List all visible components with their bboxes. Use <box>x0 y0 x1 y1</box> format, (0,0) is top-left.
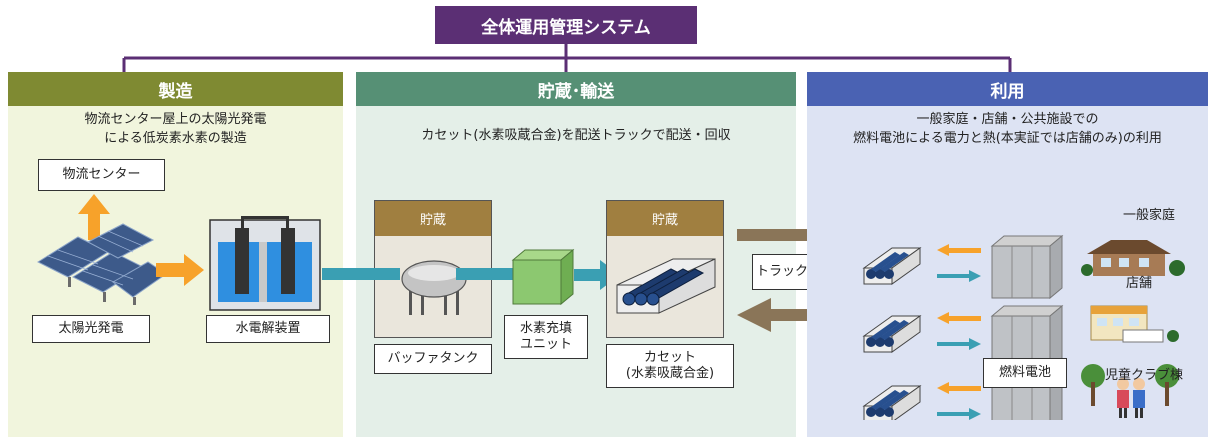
filling-unit-line2: ユニット <box>519 337 572 352</box>
right-arrow-icon <box>156 254 204 286</box>
storage-header: 貯蔵･輸送 <box>356 72 796 106</box>
production-header: 製造 <box>8 72 343 106</box>
cassette-storage-box: 貯蔵 <box>606 200 724 338</box>
electrolyzer-label: 水電解装置 <box>206 315 330 343</box>
usage-header: 利用 <box>807 72 1208 106</box>
production-description: 物流センター屋上の太陽光発電 による低炭素水素の製造 <box>8 110 343 148</box>
truck-return-arrow <box>737 298 847 332</box>
kids-club-label: 児童クラブ棟 <box>1104 368 1183 383</box>
filling-unit-label: 水素充填 ユニット <box>504 315 588 359</box>
filling-unit-line1: 水素充填 <box>519 321 572 336</box>
system-title: 全体運用管理システム <box>481 17 651 38</box>
storage-head-1: 貯蔵 <box>375 201 491 236</box>
cassette-line2: (水素吸蔵合金) <box>625 366 715 381</box>
buffer-tank-label: バッファタンク <box>374 344 492 374</box>
logistics-center-label: 物流センター <box>38 159 165 191</box>
buffer-tank-icon <box>401 260 467 315</box>
system-bracket-lines <box>122 44 1012 72</box>
electrolyzer-icon <box>209 216 321 311</box>
up-arrow-icon <box>78 194 110 240</box>
storage-panel: 貯蔵･輸送 カセット(水素吸蔵合金)を配送トラックで配送・回収 貯蔵 貯蔵 <box>322 72 796 437</box>
usage-illustration <box>863 235 1185 420</box>
cassette-line1: カセット <box>643 350 696 365</box>
pipe-2-arrow <box>456 268 516 280</box>
usage-description: 一般家庭・店舗・公共施設での 燃料電池による電力と熱(本実証では店舗のみ)の利用 <box>807 110 1208 148</box>
fuel-cell-label: 燃料電池 <box>983 358 1067 388</box>
filling-unit-icon <box>511 248 575 306</box>
system-title-box: 全体運用管理システム <box>435 6 697 44</box>
cassette-icon <box>616 258 716 314</box>
pipe-1-arrow <box>322 268 400 280</box>
storage-description: カセット(水素吸蔵合金)を配送トラックで配送・回収 <box>421 128 731 143</box>
house-label: 一般家庭 <box>1122 208 1175 223</box>
solar-panel-icon <box>36 223 167 305</box>
cassette-label: カセット (水素吸蔵合金) <box>606 344 734 388</box>
solar-label: 太陽光発電 <box>32 315 150 343</box>
production-desc-line2: による低炭素水素の製造 <box>104 131 247 146</box>
production-desc-line1: 物流センター屋上の太陽光発電 <box>84 112 267 127</box>
store-label: 店舗 <box>1125 276 1152 291</box>
usage-panel: 利用 一般家庭・店舗・公共施設での 燃料電池による電力と熱(本実証では店舗のみ)… <box>807 72 1208 437</box>
storage-head-2: 貯蔵 <box>607 201 723 236</box>
usage-desc-line2: 燃料電池による電力と熱(本実証では店舗のみ)の利用 <box>853 131 1162 146</box>
production-panel: 製造 物流センター屋上の太陽光発電 による低炭素水素の製造 物流センター <box>8 72 343 437</box>
usage-desc-line1: 一般家庭・店舗・公共施設での <box>916 112 1099 127</box>
